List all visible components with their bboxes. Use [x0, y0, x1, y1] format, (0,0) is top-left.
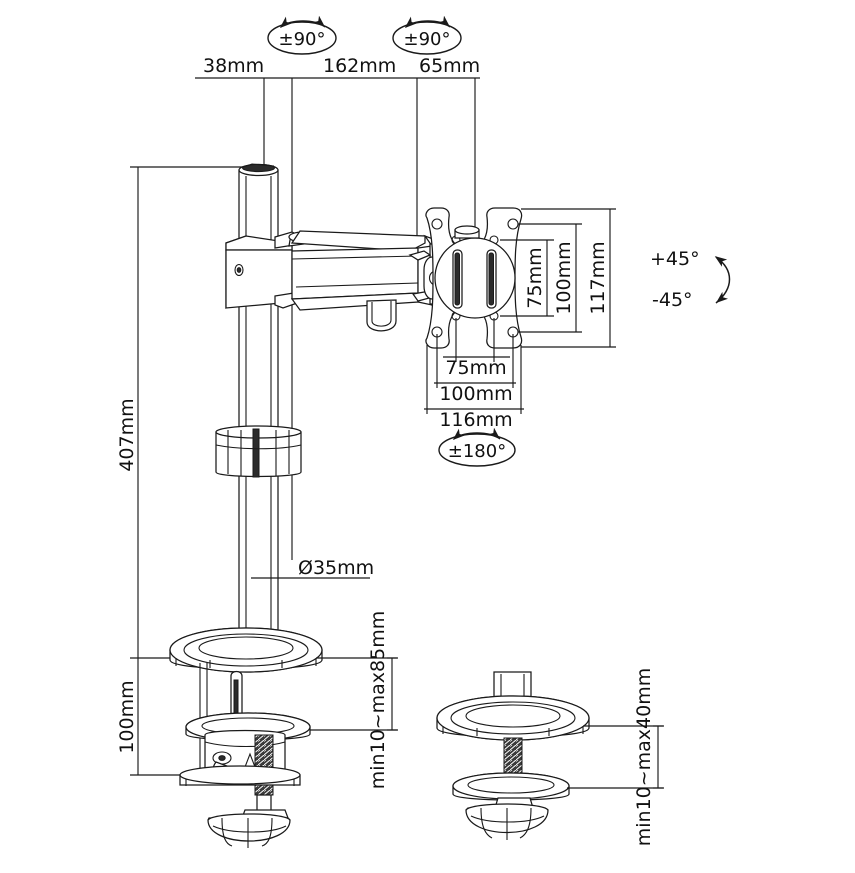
- vesa-horizontal-dimensions: 75mm 100mm 116mm: [424, 318, 524, 431]
- badge-tilt-head: ±90°: [392, 15, 462, 55]
- dim-65mm-label: 65mm: [419, 55, 480, 77]
- vesa-h-75mm-label: 75mm: [445, 357, 506, 379]
- dim-grommet-range: min10~max40mm: [567, 668, 664, 847]
- desk-clamp-assembly: [169, 627, 323, 848]
- pole-collar-ring: [215, 425, 302, 478]
- vesa-v-75mm-label: 75mm: [524, 247, 546, 308]
- badge-tilt-head-label: ±90°: [404, 29, 451, 50]
- dim-grommet-range-label: min10~max40mm: [633, 668, 655, 847]
- dim-407mm-label: 407mm: [116, 398, 138, 471]
- dim-desk-clamp-range-label: min10~max85mm: [367, 611, 389, 790]
- vesa-v-100mm-label: 100mm: [553, 241, 575, 314]
- vesa-v-117mm-label: 117mm: [587, 241, 609, 314]
- vesa-h-116mm-label: 116mm: [439, 409, 512, 431]
- pole-diameter-label: Ø35mm: [298, 557, 374, 579]
- dim-100mm-label: 100mm: [116, 680, 138, 753]
- left-dimension-407: 407mm: [116, 166, 268, 658]
- pole-diameter-callout: Ø35mm: [251, 557, 374, 579]
- grommet-mount-assembly: [436, 671, 590, 840]
- badge-rotate-head-label: ±180°: [448, 441, 506, 462]
- badge-tilt-pole-label: ±90°: [279, 29, 326, 50]
- vesa-vertical-dimensions: 75mm 100mm 117mm: [500, 208, 616, 348]
- dim-162mm-label: 162mm: [323, 55, 396, 77]
- clamp-screw-thread: [254, 734, 274, 796]
- dim-desk-clamp-range: min10~max85mm: [310, 611, 398, 790]
- tilt-minus-45-label: -45°: [652, 289, 693, 311]
- top-dimension-chain: 38mm 162mm 65mm: [195, 55, 480, 560]
- tilt-angle-indicator: +45° -45°: [650, 248, 731, 311]
- vesa-h-100mm-label: 100mm: [439, 383, 512, 405]
- tilt-plus-45-label: +45°: [650, 248, 700, 270]
- dim-38mm-label: 38mm: [203, 55, 264, 77]
- badge-tilt-pole: ±90°: [267, 15, 337, 55]
- badge-rotate-head: ±180°: [438, 427, 516, 467]
- vesa-bracket: [423, 207, 523, 349]
